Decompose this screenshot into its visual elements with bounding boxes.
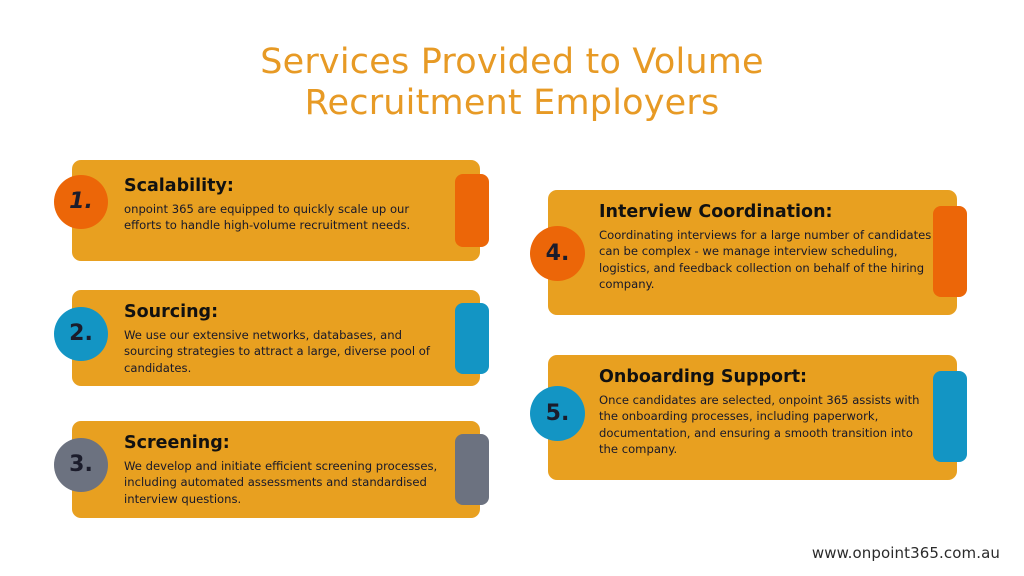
card-heading-5: Onboarding Support: — [599, 367, 808, 387]
card-body-3: We develop and initiate efficient screen… — [124, 459, 438, 506]
card-heading-3: Screening: — [124, 433, 230, 453]
service-card-3[interactable]: 3. Screening: We develop and initiate ef… — [54, 421, 489, 518]
card-number-2: 2. — [69, 321, 93, 346]
card-number-5: 5. — [545, 400, 570, 426]
card-accent-bar-3 — [455, 434, 489, 505]
card-text-5: Onboarding Support: Once candidates are … — [599, 367, 933, 458]
card-text-2: Sourcing: We use our extensive networks,… — [124, 302, 450, 376]
service-card-5[interactable]: 5. Onboarding Support: Once candidates a… — [530, 355, 967, 480]
page-title-line-1: Services Provided to Volume — [260, 42, 764, 82]
service-card-1[interactable]: 1. Scalability: onpoint 365 are equipped… — [54, 160, 489, 261]
service-card-4[interactable]: 4. Interview Coordination: Coordinating … — [530, 190, 967, 315]
card-text-4: Interview Coordination: Coordinating int… — [599, 202, 933, 293]
card-heading-1: Scalability: — [124, 176, 234, 196]
card-heading-4: Interview Coordination: — [599, 202, 833, 222]
card-number-badge-5: 5. — [530, 386, 585, 441]
card-text-1: Scalability: onpoint 365 are equipped to… — [124, 176, 450, 234]
card-accent-bar-2 — [455, 303, 489, 374]
card-body-2: We use our extensive networks, databases… — [124, 328, 430, 375]
card-number-badge-1: 1. — [54, 175, 108, 229]
card-body-5: Once candidates are selected, onpoint 36… — [599, 393, 920, 457]
card-number-badge-3: 3. — [54, 438, 108, 492]
card-accent-bar-1 — [455, 174, 489, 247]
page-title-line-2: Recruitment Employers — [304, 83, 720, 123]
card-accent-bar-5 — [933, 371, 967, 462]
card-heading-2: Sourcing: — [124, 302, 219, 322]
card-body-1: onpoint 365 are equipped to quickly scal… — [124, 202, 411, 233]
card-text-3: Screening: We develop and initiate effic… — [124, 433, 454, 507]
card-number-1: 1. — [69, 189, 93, 214]
card-body-4: Coordinating interviews for a large numb… — [599, 228, 932, 292]
card-number-3: 3. — [69, 452, 93, 477]
service-card-2[interactable]: 2. Sourcing: We use our extensive networ… — [54, 290, 489, 386]
card-number-badge-4: 4. — [530, 226, 585, 281]
card-number-4: 4. — [545, 240, 570, 266]
page-title: Services Provided to Volume Recruitment … — [212, 42, 812, 124]
card-number-badge-2: 2. — [54, 307, 108, 361]
footer-website-url[interactable]: www.onpoint365.com.au — [811, 544, 1000, 562]
card-accent-bar-4 — [933, 206, 967, 297]
